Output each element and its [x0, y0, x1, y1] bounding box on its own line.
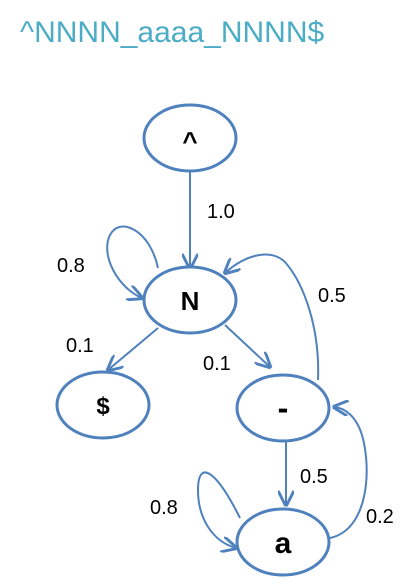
label-n-to-sep: 0.1 — [203, 353, 231, 375]
label-start-to-n: 1.0 — [207, 201, 235, 223]
edge-a-to-sep — [329, 407, 368, 539]
label-a-to-sep: 0.2 — [366, 506, 394, 528]
edge-n-to-sep — [224, 324, 270, 367]
node-a: a — [235, 507, 331, 577]
svg-text:a: a — [275, 527, 292, 560]
edge-sep-to-n — [225, 253, 320, 381]
label-n-to-end: 0.1 — [66, 335, 94, 357]
svg-text:-: - — [278, 390, 289, 426]
edge-n-self-loop — [106, 225, 159, 298]
svg-text:$: $ — [96, 393, 110, 420]
edge-a-self-loop — [196, 471, 241, 548]
node-sep: - — [235, 373, 331, 443]
node-n: N — [142, 265, 238, 335]
node-end: $ — [55, 370, 151, 440]
svg-text:^: ^ — [182, 126, 197, 156]
label-sep-to-n: 0.5 — [318, 285, 346, 307]
svg-text:N: N — [181, 286, 200, 316]
edge-n-to-end — [108, 327, 159, 370]
label-sep-to-a: 0.5 — [300, 466, 328, 488]
label-n-self: 0.8 — [57, 255, 85, 277]
node-start: ^ — [142, 103, 238, 173]
diagram-title: ^NNNN_aaaa_NNNN$ — [20, 16, 325, 49]
label-a-self: 0.8 — [150, 497, 178, 519]
